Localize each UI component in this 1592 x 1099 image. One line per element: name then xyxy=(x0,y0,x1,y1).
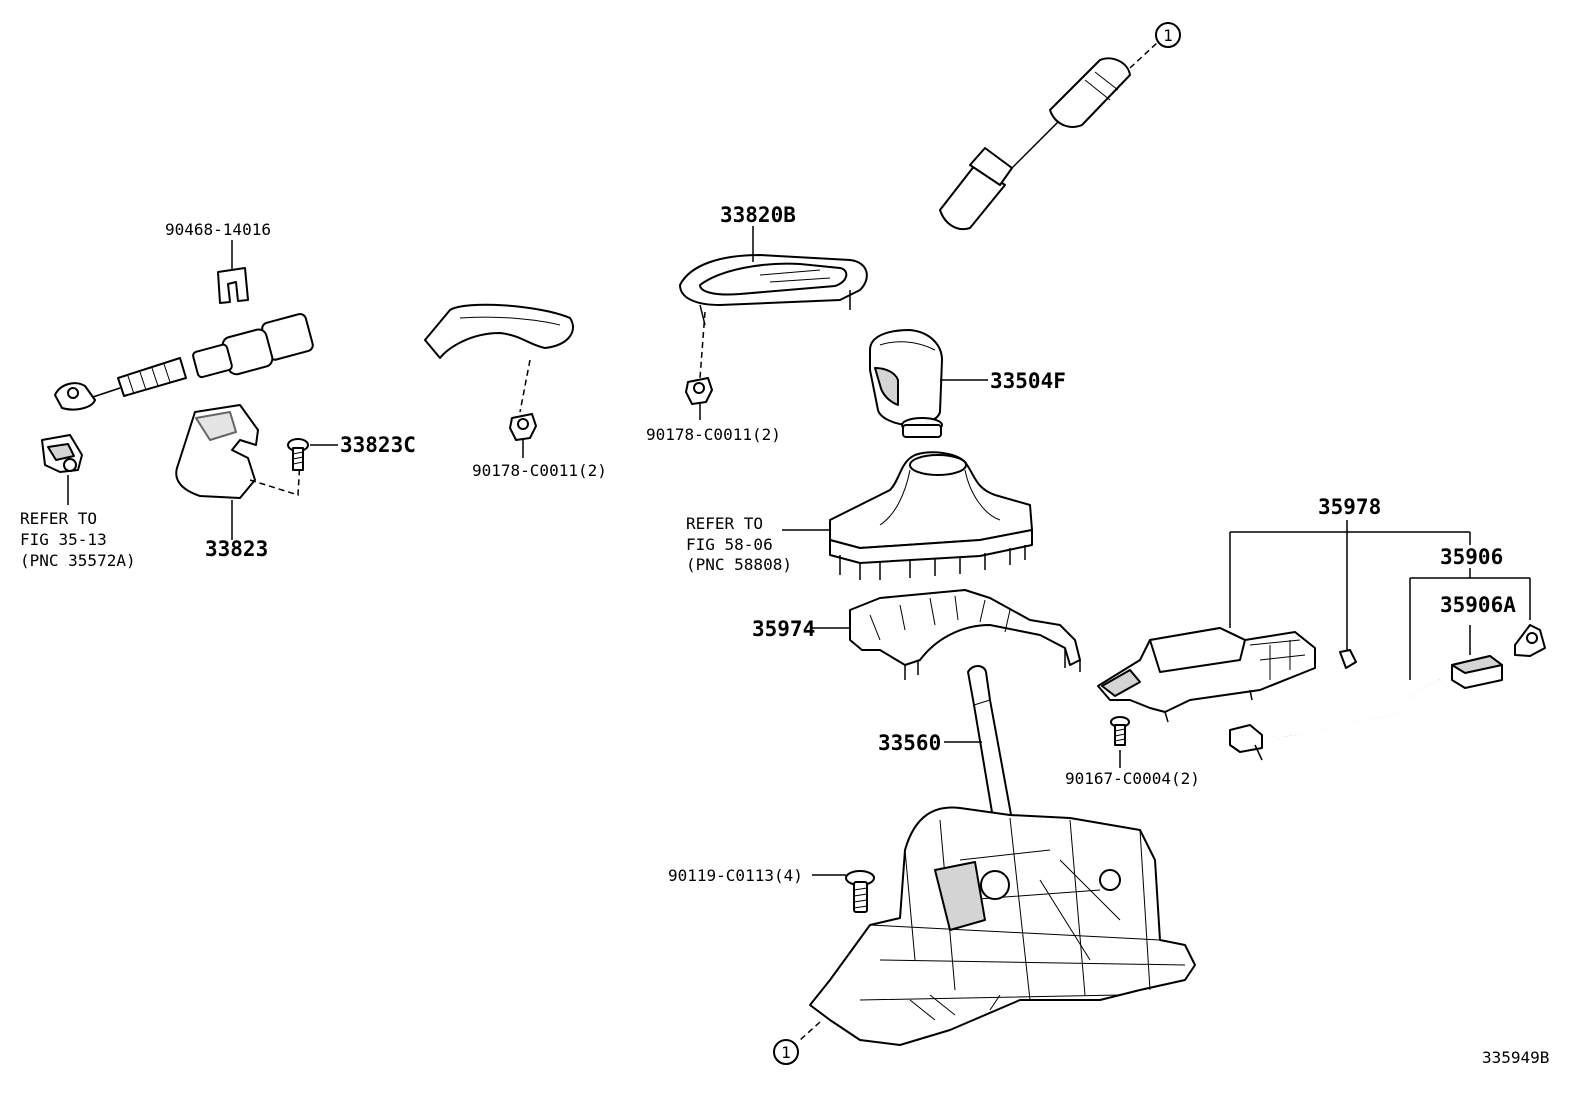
ref-part-35572A xyxy=(41,434,83,505)
marker-top-label: 1 xyxy=(1163,26,1173,45)
label-90167: 90167-C0004(2) xyxy=(1065,769,1200,788)
nut-90178-right xyxy=(685,377,713,405)
label-33504F: 33504F xyxy=(990,369,1066,393)
shift-knob-33504F xyxy=(869,329,988,438)
marker-bottom xyxy=(773,1039,799,1065)
indicator-housing-35974 xyxy=(812,589,1081,680)
marker-bottom-label: 1 xyxy=(781,1043,791,1062)
bolt-90119 xyxy=(812,870,875,913)
console-bezel-58808 xyxy=(782,451,1033,580)
ref-58-line3: (PNC 58808) xyxy=(686,555,792,574)
nut-90178-left xyxy=(509,413,537,441)
shift-cable xyxy=(54,41,1159,411)
label-33820B: 33820B xyxy=(720,203,796,227)
label-35974: 35974 xyxy=(752,617,815,641)
connector-35906A xyxy=(1451,624,1546,689)
wire-harness-35906 xyxy=(1229,679,1441,761)
label-35906A: 35906A xyxy=(1440,593,1516,617)
label-33823C: 33823C xyxy=(340,433,416,457)
ref-35-line1: REFER TO xyxy=(20,509,97,528)
ref-58-line1: REFER TO xyxy=(686,514,763,533)
module-35978 xyxy=(1097,627,1316,723)
ref-35-line2: FIG 35-13 xyxy=(20,530,107,549)
label-33823: 33823 xyxy=(205,537,268,561)
marker-top xyxy=(1155,22,1181,48)
ref-58-line2: FIG 58-06 xyxy=(686,535,773,554)
label-90468-14016: 90468-14016 xyxy=(165,220,271,239)
screw-90167 xyxy=(1110,716,1130,768)
label-35906: 35906 xyxy=(1440,545,1503,569)
label-90119: 90119-C0113(4) xyxy=(668,866,803,885)
bolt-33823C xyxy=(287,438,338,471)
label-90178-right: 90178-C0011(2) xyxy=(646,425,781,444)
shift-lever-33560 xyxy=(944,665,1013,825)
label-90178-left: 90178-C0011(2) xyxy=(472,461,607,480)
shift-lever-assembly xyxy=(799,806,1196,1046)
label-33560: 33560 xyxy=(878,731,941,755)
callout-brackets xyxy=(1229,520,1531,680)
figure-id: 335949B xyxy=(1482,1048,1549,1067)
cable-leaders xyxy=(231,226,754,458)
ref-35-line3: (PNC 35572A) xyxy=(20,551,136,570)
clip-35978 xyxy=(1339,649,1357,669)
bracket-33823 xyxy=(175,404,301,540)
label-35978: 35978 xyxy=(1318,495,1381,519)
